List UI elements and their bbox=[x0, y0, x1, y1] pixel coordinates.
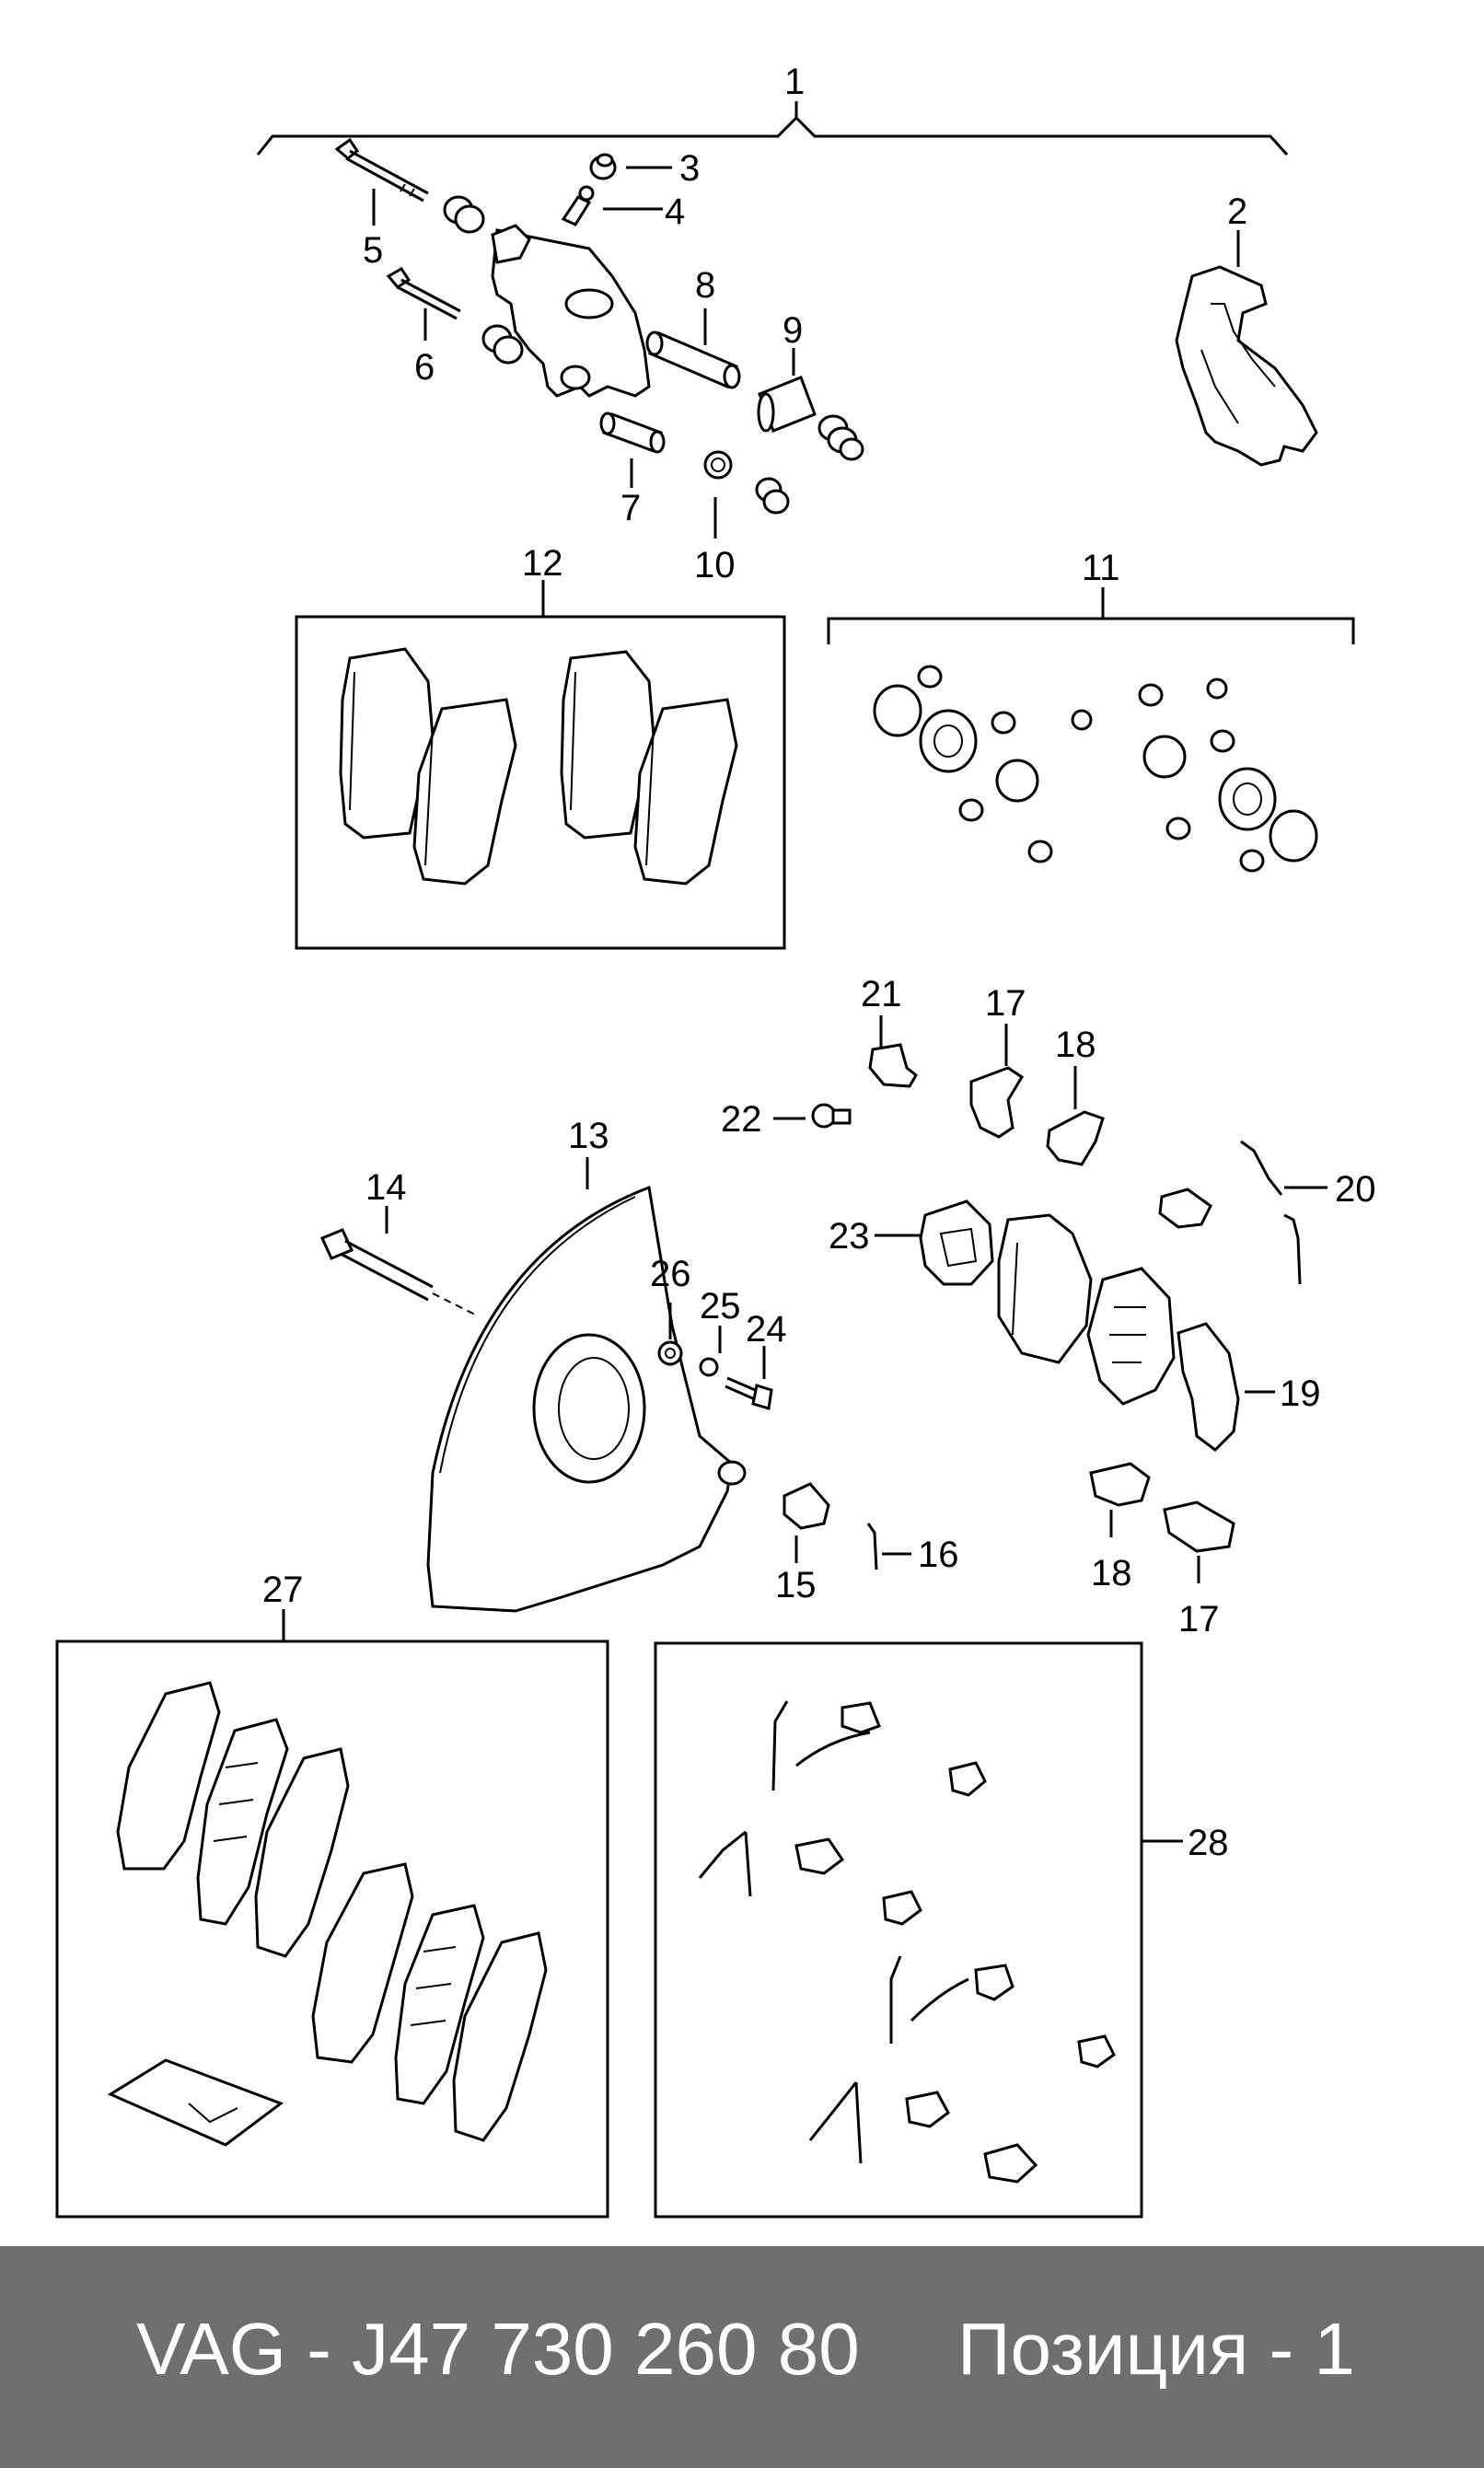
callout-6: 6 bbox=[414, 347, 435, 388]
group-bracket-11 bbox=[827, 587, 1355, 644]
clip-18-lower bbox=[1089, 1462, 1151, 1507]
brake-pad-outer bbox=[1086, 1267, 1176, 1406]
clip-17-upper bbox=[969, 1066, 1025, 1139]
caliper-body bbox=[491, 224, 651, 398]
callout-1: 1 bbox=[784, 62, 805, 102]
seal-kit-11 bbox=[873, 665, 1318, 873]
brake-pad-box12-2 bbox=[412, 698, 517, 886]
clip-small bbox=[1158, 1188, 1212, 1229]
bleeder-screw-4 bbox=[561, 185, 595, 226]
bolt-5 bbox=[334, 137, 429, 203]
callout-25: 25 bbox=[700, 1286, 741, 1327]
brake-pad-box27-5 bbox=[394, 1904, 485, 2105]
callout-15: 15 bbox=[775, 1565, 817, 1605]
brake-pad-box12-1 bbox=[339, 647, 435, 840]
bolt-14 bbox=[319, 1228, 434, 1302]
callout-2: 2 bbox=[1227, 191, 1247, 232]
pin-7 bbox=[599, 411, 666, 454]
bush-lower bbox=[481, 324, 524, 365]
brake-pad-box27-3 bbox=[254, 1747, 350, 1958]
callout-17-upper: 17 bbox=[985, 983, 1026, 1024]
ring-10 bbox=[703, 450, 733, 480]
callout-23: 23 bbox=[829, 1216, 870, 1257]
callout-9: 9 bbox=[783, 310, 803, 351]
callout-18-upper: 18 bbox=[1055, 1025, 1096, 1065]
bush-9 bbox=[817, 414, 864, 461]
callout-3: 3 bbox=[679, 148, 700, 189]
spring-20 bbox=[1240, 1140, 1302, 1285]
clip-kit-box-28 bbox=[654, 1641, 1143, 2219]
shield-ring bbox=[717, 1460, 747, 1486]
washer-26 bbox=[657, 1340, 683, 1366]
brake-pad-box27-2 bbox=[196, 1718, 289, 1926]
callout-18-lower: 18 bbox=[1091, 1553, 1132, 1593]
brake-pad-box27-4 bbox=[311, 1862, 414, 2064]
callout-20: 20 bbox=[1335, 1169, 1376, 1210]
callout-24: 24 bbox=[746, 1309, 787, 1350]
caliper-carrier-2 bbox=[1175, 265, 1318, 467]
grease-packet bbox=[107, 2058, 284, 2147]
callout-27: 27 bbox=[262, 1570, 304, 1610]
callout-5: 5 bbox=[363, 230, 383, 271]
clip-kit-28-parts bbox=[698, 1700, 1116, 2184]
brake-pad-box27-6 bbox=[452, 1931, 548, 2142]
footer-bar: VAG - J47 730 260 80 Позиция - 1 bbox=[0, 2246, 1484, 2468]
callout-26: 26 bbox=[650, 1254, 691, 1294]
part-number-label: VAG - J47 730 260 80 bbox=[136, 2308, 860, 2390]
position-label: Позиция - 1 bbox=[957, 2308, 1355, 2390]
bush-15 bbox=[783, 1482, 830, 1530]
washer-25 bbox=[699, 1357, 719, 1377]
callout-16: 16 bbox=[918, 1535, 959, 1575]
brake-assembly-diagram: 1 5 6 3 4 bbox=[55, 62, 1376, 2219]
pad-kit-box-27 bbox=[55, 1640, 609, 2219]
clip-18-upper bbox=[1046, 1110, 1105, 1166]
shim-19 bbox=[1177, 1322, 1240, 1452]
callout-7: 7 bbox=[620, 488, 641, 528]
callout-4: 4 bbox=[665, 191, 685, 232]
brake-pad-box12-4 bbox=[633, 698, 738, 886]
callout-28: 28 bbox=[1188, 1823, 1229, 1863]
pin-16 bbox=[866, 1523, 878, 1570]
bolt-6 bbox=[386, 267, 461, 320]
callout-12: 12 bbox=[522, 543, 563, 584]
sleeve-9 bbox=[757, 376, 817, 433]
brake-pad-inner bbox=[997, 1213, 1093, 1364]
callout-17-lower: 17 bbox=[1178, 1599, 1220, 1640]
clip-17-lower bbox=[1163, 1500, 1235, 1553]
guide-pin-8 bbox=[645, 330, 741, 389]
bolt-24 bbox=[725, 1376, 773, 1410]
callout-10: 10 bbox=[694, 545, 736, 585]
brake-pad-box27-1 bbox=[116, 1681, 221, 1871]
pad-kit-box-12 bbox=[295, 615, 786, 950]
clip-21 bbox=[868, 1043, 918, 1088]
brake-pad-box12-3 bbox=[560, 650, 655, 840]
dust-shield-13 bbox=[426, 1185, 734, 1613]
bolt-22 bbox=[811, 1103, 852, 1129]
callout-8: 8 bbox=[695, 265, 715, 306]
cap-3 bbox=[589, 153, 617, 180]
callout-14: 14 bbox=[365, 1167, 407, 1208]
callout-11: 11 bbox=[1082, 548, 1120, 588]
callout-21: 21 bbox=[861, 974, 902, 1014]
callout-19: 19 bbox=[1280, 1373, 1321, 1414]
bush-10 bbox=[755, 477, 790, 515]
shim-23 bbox=[919, 1199, 994, 1286]
bush-upper bbox=[443, 195, 485, 234]
callout-13: 13 bbox=[568, 1116, 609, 1156]
group-bracket-1 bbox=[256, 101, 1289, 156]
callout-22: 22 bbox=[721, 1099, 762, 1140]
